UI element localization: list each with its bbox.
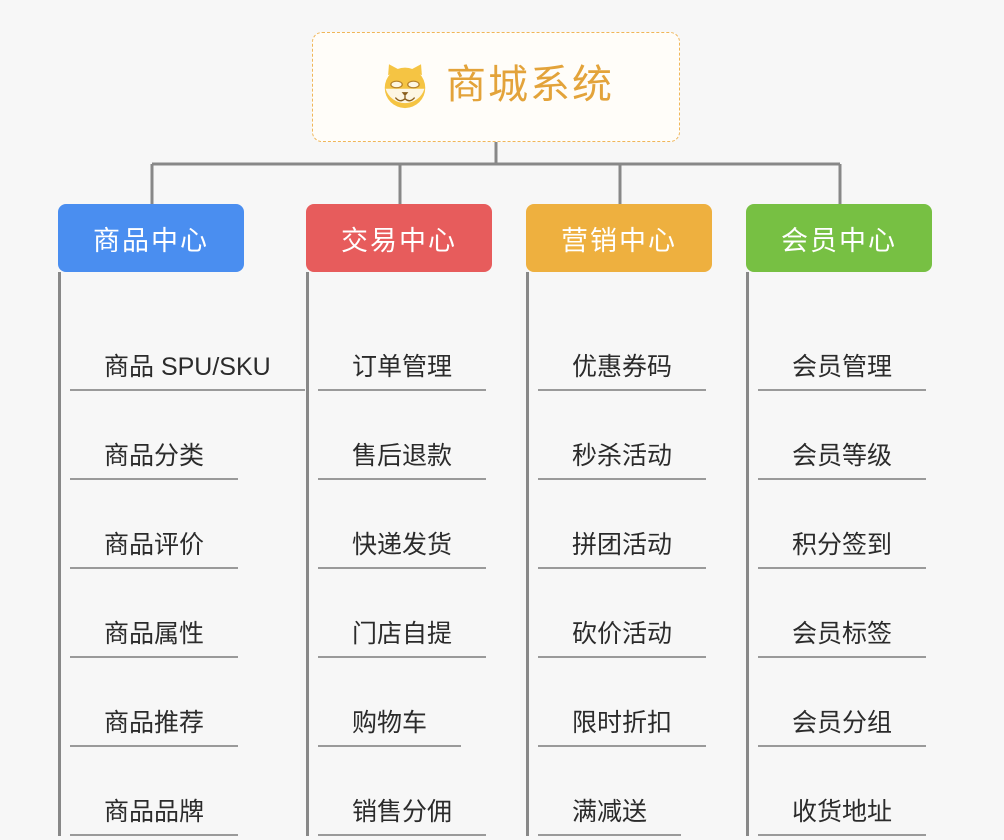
branch-column-member-center: 会员中心会员管理会员等级积分签到会员标签会员分组收货地址 — [746, 204, 932, 836]
leaf-list-marketing-center: 优惠券码秒杀活动拼团活动砍价活动限时折扣满减送 — [526, 272, 712, 836]
leaf-item-label: 积分签到 — [758, 531, 927, 569]
branch-header-label: 商品中心 — [93, 225, 209, 256]
leaf-list-product-center: 商品 SPU/SKU 商品分类商品评价商品属性商品推荐商品品牌 — [58, 272, 305, 836]
leaf-item-label: 售后退款 — [318, 442, 487, 480]
leaf-item-label: 商品评价 — [70, 531, 239, 569]
branch-header-label: 营销中心 — [561, 225, 677, 256]
leaf-item[interactable]: 商品分类 — [58, 391, 244, 480]
leaf-item[interactable]: 会员等级 — [746, 391, 932, 480]
branch-column-product-center: 商品中心商品 SPU/SKU 商品分类商品评价商品属性商品推荐商品品牌 — [58, 204, 305, 836]
leaf-item-label: 优惠券码 — [538, 353, 707, 391]
leaf-item-label: 满减送 — [538, 798, 682, 836]
leaf-item-label: 商品分类 — [70, 442, 239, 480]
leaf-item[interactable]: 会员标签 — [746, 569, 932, 658]
leaf-item-label: 订单管理 — [318, 353, 487, 391]
leaf-item-label: 门店自提 — [318, 620, 487, 658]
leaf-list-trade-center: 订单管理售后退款快递发货门店自提购物车销售分佣 — [306, 272, 492, 836]
branch-column-trade-center: 交易中心订单管理售后退款快递发货门店自提购物车销售分佣 — [306, 204, 492, 836]
branch-header-label: 会员中心 — [781, 225, 897, 256]
leaf-item-label: 收货地址 — [758, 798, 927, 836]
leaf-item[interactable]: 售后退款 — [306, 391, 492, 480]
root-node-mall-system[interactable]: 商城系统 — [312, 32, 680, 142]
leaf-item-label: 商品属性 — [70, 620, 239, 658]
leaf-item[interactable]: 积分签到 — [746, 480, 932, 569]
leaf-item[interactable]: 销售分佣 — [306, 747, 492, 836]
leaf-item[interactable]: 会员分组 — [746, 658, 932, 747]
leaf-item-label: 商品 SPU/SKU — [70, 353, 305, 391]
leaf-item[interactable]: 会员管理 — [746, 302, 932, 391]
leaf-item[interactable]: 砍价活动 — [526, 569, 712, 658]
leaf-item-label: 商品推荐 — [70, 709, 239, 747]
leaf-item[interactable]: 商品评价 — [58, 480, 244, 569]
leaf-item-label: 会员管理 — [758, 353, 927, 391]
shiba-dog-face-icon — [378, 60, 432, 114]
leaf-item[interactable]: 购物车 — [306, 658, 492, 747]
leaf-item-label: 砍价活动 — [538, 620, 707, 658]
root-title: 商城系统 — [446, 63, 614, 107]
leaf-list-member-center: 会员管理会员等级积分签到会员标签会员分组收货地址 — [746, 272, 932, 836]
leaf-item[interactable]: 优惠券码 — [526, 302, 712, 391]
leaf-item[interactable]: 商品属性 — [58, 569, 244, 658]
leaf-item[interactable]: 拼团活动 — [526, 480, 712, 569]
leaf-item[interactable]: 快递发货 — [306, 480, 492, 569]
leaf-item-label: 会员等级 — [758, 442, 927, 480]
leaf-item-label: 销售分佣 — [318, 798, 487, 836]
leaf-item[interactable]: 商品品牌 — [58, 747, 244, 836]
leaf-item[interactable]: 秒杀活动 — [526, 391, 712, 480]
leaf-item[interactable]: 商品 SPU/SKU — [58, 302, 305, 391]
leaf-item[interactable]: 限时折扣 — [526, 658, 712, 747]
leaf-item[interactable]: 满减送 — [526, 747, 712, 836]
leaf-item-label: 快递发货 — [318, 531, 487, 569]
leaf-item-label: 秒杀活动 — [538, 442, 707, 480]
branch-header-marketing-center[interactable]: 营销中心 — [526, 204, 712, 272]
leaf-item-label: 会员标签 — [758, 620, 927, 658]
leaf-item-label: 拼团活动 — [538, 531, 707, 569]
leaf-item-label: 会员分组 — [758, 709, 927, 747]
branch-header-label: 交易中心 — [341, 225, 457, 256]
leaf-item-label: 限时折扣 — [538, 709, 707, 747]
branch-header-product-center[interactable]: 商品中心 — [58, 204, 244, 272]
leaf-item-label: 商品品牌 — [70, 798, 239, 836]
branch-column-marketing-center: 营销中心优惠券码秒杀活动拼团活动砍价活动限时折扣满减送 — [526, 204, 712, 836]
leaf-item[interactable]: 门店自提 — [306, 569, 492, 658]
branch-header-member-center[interactable]: 会员中心 — [746, 204, 932, 272]
leaf-item-label: 购物车 — [318, 709, 462, 747]
branch-header-trade-center[interactable]: 交易中心 — [306, 204, 492, 272]
leaf-item[interactable]: 收货地址 — [746, 747, 932, 836]
leaf-item[interactable]: 商品推荐 — [58, 658, 244, 747]
leaf-item[interactable]: 订单管理 — [306, 302, 492, 391]
